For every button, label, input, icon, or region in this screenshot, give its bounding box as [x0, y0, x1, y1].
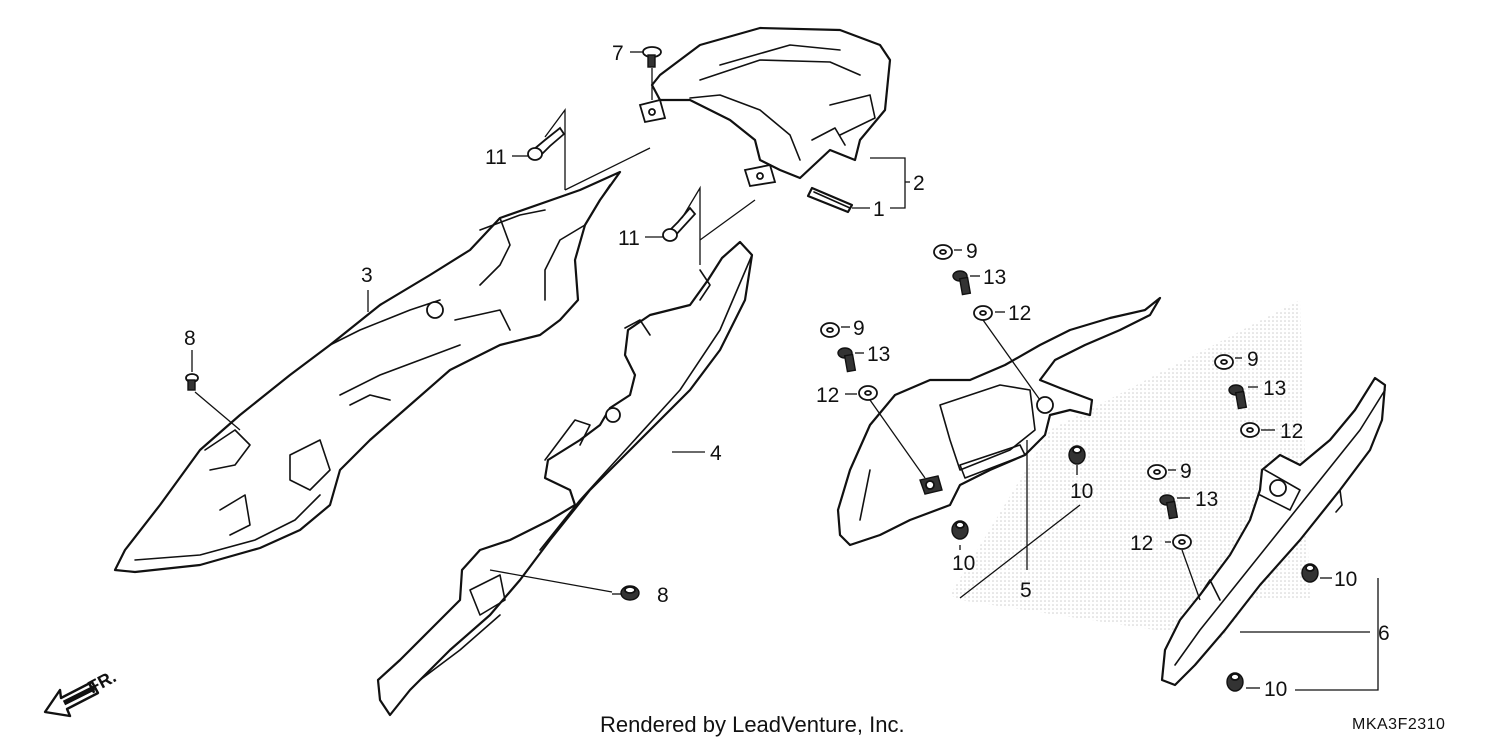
part-6-right-tail-cover — [1160, 376, 1387, 687]
grommet-12c-icon — [1240, 422, 1260, 438]
callout-13b: 13 — [867, 343, 890, 366]
callout-10c: 10 — [1334, 568, 1357, 591]
grommet-12a-icon — [973, 305, 993, 321]
grommet-12b-icon — [858, 385, 878, 401]
callout-13d: 13 — [1195, 488, 1218, 511]
callout-10b: 10 — [952, 552, 975, 575]
callout-5: 5 — [1020, 579, 1032, 602]
leader-lines — [191, 51, 1379, 691]
callout-13a: 13 — [983, 266, 1006, 289]
callout-9d: 9 — [1180, 460, 1192, 483]
callout-11b: 11 — [618, 227, 640, 250]
callout-8a: 8 — [184, 327, 196, 350]
screw-8a-icon — [185, 373, 199, 391]
callout-12b: 12 — [816, 384, 839, 407]
callout-10a: 10 — [1070, 480, 1093, 503]
washer-9c-icon — [1214, 354, 1234, 370]
part-4-right-side-cover — [376, 240, 754, 717]
honda-watermark — [950, 300, 1310, 640]
callout-9a: 9 — [966, 240, 978, 263]
callout-4: 4 — [710, 442, 722, 465]
callout-9c: 9 — [1247, 348, 1259, 371]
nut-10a-icon — [1068, 445, 1086, 465]
screw-7-icon — [642, 46, 662, 68]
callout-3: 3 — [361, 264, 373, 287]
part-3-left-side-cover — [113, 170, 622, 574]
callout-2: 2 — [913, 172, 925, 195]
screw-11a-icon — [527, 126, 566, 161]
screw-11b-icon — [662, 206, 697, 242]
part-2-rear-center-cowl — [638, 26, 892, 188]
bolt-13b-icon — [837, 347, 857, 373]
callout-8b: 8 — [657, 584, 669, 607]
callout-10d: 10 — [1264, 678, 1287, 701]
part-1-emblem-strip — [806, 186, 854, 214]
diagram-code: MKA3F2310 — [1352, 716, 1446, 733]
washer-9d-icon — [1147, 464, 1167, 480]
callout-12d: 12 — [1130, 532, 1153, 555]
callout-6: 6 — [1378, 622, 1390, 645]
render-credit: Rendered by LeadVenture, Inc. — [600, 712, 905, 737]
nut-10b-icon — [951, 520, 969, 540]
nut-8b-icon — [620, 585, 640, 601]
callout-13c: 13 — [1263, 377, 1286, 400]
nut-10d-icon — [1226, 672, 1244, 692]
bolt-13c-icon — [1228, 384, 1248, 410]
bolt-13d-icon — [1159, 494, 1179, 520]
callout-12c: 12 — [1280, 420, 1303, 443]
washer-9b-icon — [820, 322, 840, 338]
callout-9b: 9 — [853, 317, 865, 340]
callout-1: 1 — [873, 198, 885, 221]
nut-10c-icon — [1301, 563, 1319, 583]
front-direction-arrow-icon: FR. — [43, 666, 119, 718]
callout-7: 7 — [612, 42, 624, 65]
bolt-13a-icon — [952, 270, 972, 296]
grommet-12d-icon — [1172, 534, 1192, 550]
callout-12a: 12 — [1008, 302, 1031, 325]
washer-9a-icon — [933, 244, 953, 260]
callout-11a: 11 — [485, 146, 507, 169]
part-5-rear-fender-bracket — [836, 296, 1162, 547]
